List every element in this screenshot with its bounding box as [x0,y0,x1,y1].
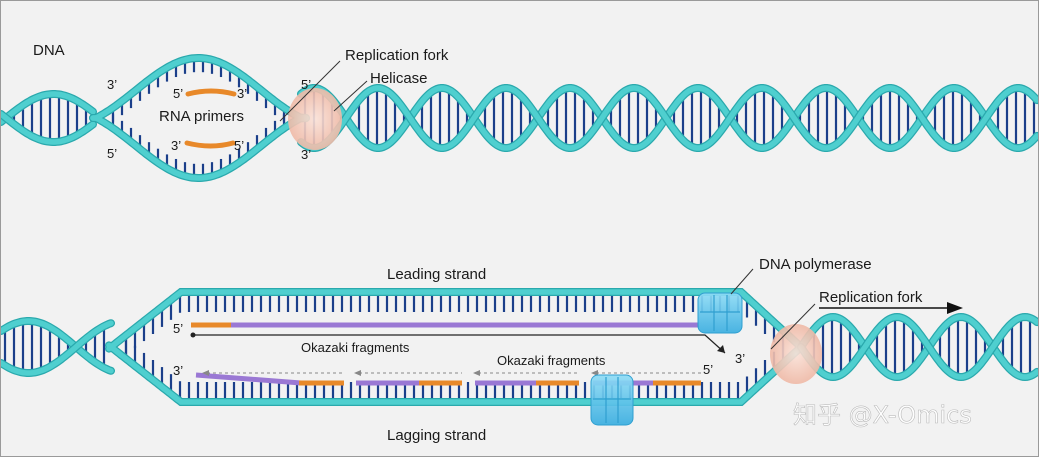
fork-direction-arrowhead [947,302,963,314]
leading-3p-label: 3’ [735,351,745,366]
backbone-strand [1,320,114,376]
leading-start-dot [190,332,196,338]
backbone-strand [1,91,96,125]
backbone-strand-edge [797,312,1038,382]
helicase-leader-top [333,80,368,112]
end-5p-upper-right: 5’ [301,77,311,92]
dna-polymerase-leader [730,268,754,295]
bubble-strand [105,341,805,406]
lagging-5p-label: 5’ [703,362,713,377]
watermark: 知乎 @X-Omics [793,401,972,429]
helicase-label: Helicase [370,70,428,87]
primer-lower-5p: 5’ [234,138,244,153]
okazaki-dashed-arrowheads [202,370,598,376]
end-3p-lower-right: 3’ [301,147,311,162]
okazaki-label-right: Okazaki fragments [497,353,606,368]
backbone-strand [1,318,114,374]
replication-fork-label-bottom: Replication fork [819,289,923,306]
dna-label: DNA [33,42,65,59]
end-5p-lower-left: 5’ [107,146,117,161]
bubble-strand [90,115,309,181]
dna-polymerase-label: DNA polymerase [759,256,872,273]
replication-fork-leader-top [279,60,341,122]
replication-fork-label-top: Replication fork [345,47,449,64]
bubble-strand [90,55,309,121]
replication-fork-leader-bottom [770,303,816,350]
bubble-strand [106,342,804,405]
bubble-strand [105,288,805,353]
leading-template-arrowhead [717,345,725,353]
primer-upper-3p: 3’ [237,86,247,101]
backbone-strand [298,85,1038,151]
lagging-3p-label: 3’ [173,363,183,378]
primer-upper-5p: 5’ [173,86,183,101]
bubble-strand [106,289,804,352]
backbone-strand-edge [797,312,1038,382]
backbone-strand [1,111,96,145]
rna-primers-label: RNA primers [159,108,244,125]
rna-primer-lower [184,140,236,149]
helicase [288,88,342,150]
backbone-strand [298,85,1038,151]
dna-polymerase-leading [697,292,743,334]
leading-5p-label: 5’ [173,321,183,336]
leading-template-arrow [193,334,726,354]
top-panel: DNA Replication fork Helicase RNA primer… [1,42,1038,182]
end-3p-upper-left: 3’ [107,77,117,92]
primer-lower-3p: 3’ [171,138,181,153]
dna-polymerase-lagging [590,374,634,426]
backbone-strand [798,314,1038,380]
bottom-panel: Leading strand Lagging strand DNA polyme… [1,256,1038,444]
okazaki-fragment-1 [195,372,344,386]
backbone-strand [798,314,1038,380]
okazaki-label-left: Okazaki fragments [301,340,410,355]
top-dna-strands [1,54,1038,182]
lagging-strand-label: Lagging strand [387,427,486,444]
leading-strand-label: Leading strand [387,266,486,283]
rna-primer-upper [185,88,237,97]
bottom-dna-strands [1,288,1038,406]
helicase-bottom [770,324,822,384]
